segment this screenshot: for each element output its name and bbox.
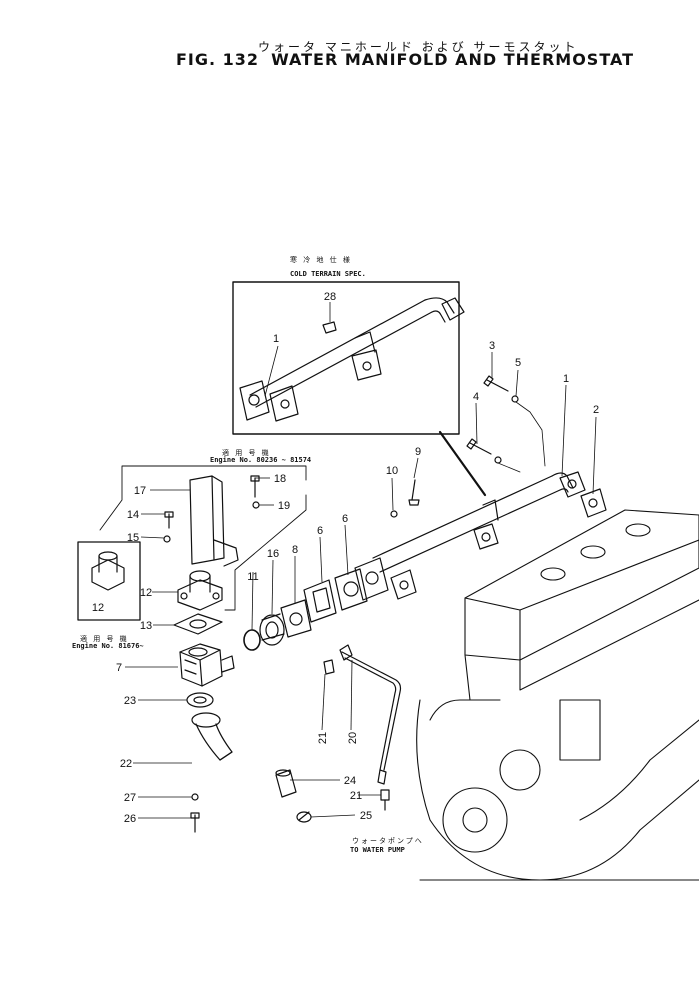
callout-23: 23 [124,695,136,707]
to-water-pump-label: TO WATER PUMP [350,846,405,854]
callout-21-b: 21 [350,790,362,802]
washer-4 [494,456,502,464]
bolt-4 [466,438,492,455]
callout-4: 4 [473,391,479,403]
connector-21 [323,659,335,675]
hose-24 [275,769,297,798]
cold-terrain-label-jp: 寒 冷 地 仕 様 [290,256,352,264]
callout-28: 28 [324,291,336,303]
callout-16: 16 [267,548,279,560]
callout-12-a: 12 [140,587,152,599]
thermostat-housing-12-alt [91,551,125,591]
water-manifold [354,471,586,601]
fig-number: FIG. 132 [176,50,260,69]
engine-range-2-label-jp: 適 用 号 機 [80,635,129,643]
page-title-jp: ウォータ マニホールド および サーモスタット [258,40,579,54]
water-tube-20 [339,644,402,785]
washer-10 [390,510,398,518]
engine-range-1-label: Engine No. 80236 ~ 81574 [210,456,312,464]
inset-leader-line [438,430,487,497]
washer-5 [511,395,519,403]
callout-9: 9 [415,446,421,458]
engine-range-1-bracket [99,465,307,611]
callout-22: 22 [120,758,132,770]
gasket-6-a [334,568,368,611]
engine-range-2-label: Engine No. 81676~ [72,642,144,650]
callout-12-b: 12 [92,602,104,614]
pulley [442,787,508,853]
engine-range-2-box [77,541,141,621]
thermostat-housing-7 [179,643,235,687]
callout-26: 26 [124,813,136,825]
to-water-pump-label-jp: ウォータポンプへ [352,837,424,845]
callout-17: 17 [134,485,146,497]
connector-21-b [380,789,390,811]
injector-cap-1 [540,567,566,581]
bolt-26 [190,812,200,833]
gasket-6-b [303,579,337,623]
engine-block [416,509,699,881]
callout-25: 25 [360,810,372,822]
callout-1-inset: 1 [273,333,279,345]
callout-20: 20 [347,732,359,744]
callout-21-a: 21 [317,732,329,744]
engine-range-1-label-jp: 適 用 号 機 [222,449,271,457]
gasket-8 [280,599,312,638]
thermostat-16 [259,613,285,646]
clamp-25 [296,811,312,823]
washer-19 [252,501,260,509]
page-title: FIG. 132 WATER MANIFOLD AND THERMOSTAT [176,50,646,69]
callout-3: 3 [489,340,495,352]
callout-5: 5 [515,357,521,369]
callout-7: 7 [116,662,122,674]
callout-15: 15 [127,532,139,544]
callout-2: 2 [593,404,599,416]
fig-title-text: WATER MANIFOLD AND THERMOSTAT [271,50,635,69]
callout-11: 11 [247,571,258,583]
gasket-23 [186,692,214,708]
thermostat-housing-12 [177,570,223,611]
callout-6-b: 6 [317,525,323,537]
bolt-3 [483,375,509,392]
bolt-14 [164,511,174,529]
injector-cap-3 [625,523,651,537]
cold-terrain-label: COLD TERRAIN SPEC. [290,270,366,278]
callout-leader-lines [125,302,597,819]
callout-18: 18 [274,473,286,485]
callout-27: 27 [124,792,136,804]
callout-24: 24 [344,775,356,787]
callout-8: 8 [292,544,298,556]
cold-terrain-manifold-pipe [239,297,465,422]
callout-6-a: 6 [342,513,348,525]
elbow-pipe-22 [191,712,233,761]
callout-13: 13 [140,620,152,632]
gasket-13 [173,613,223,635]
callout-1: 1 [563,373,569,385]
bolt-leader-lines [497,401,546,473]
o-ring-11 [243,629,261,651]
callout-numbers: 1 28 3 5 1 2 4 9 10 6 6 8 16 11 17 18 19… [92,291,599,825]
washer-27 [191,793,199,801]
bolt-18 [250,475,260,498]
manifold-gasket-2 [580,488,607,518]
injector-cap-2 [580,545,606,559]
washer-15 [163,535,171,543]
bolt-9 [408,479,420,506]
cover-17 [189,475,239,567]
cold-terrain-inset-box [232,281,460,435]
callout-19: 19 [278,500,290,512]
callout-14: 14 [127,509,139,521]
callout-10: 10 [386,465,398,477]
